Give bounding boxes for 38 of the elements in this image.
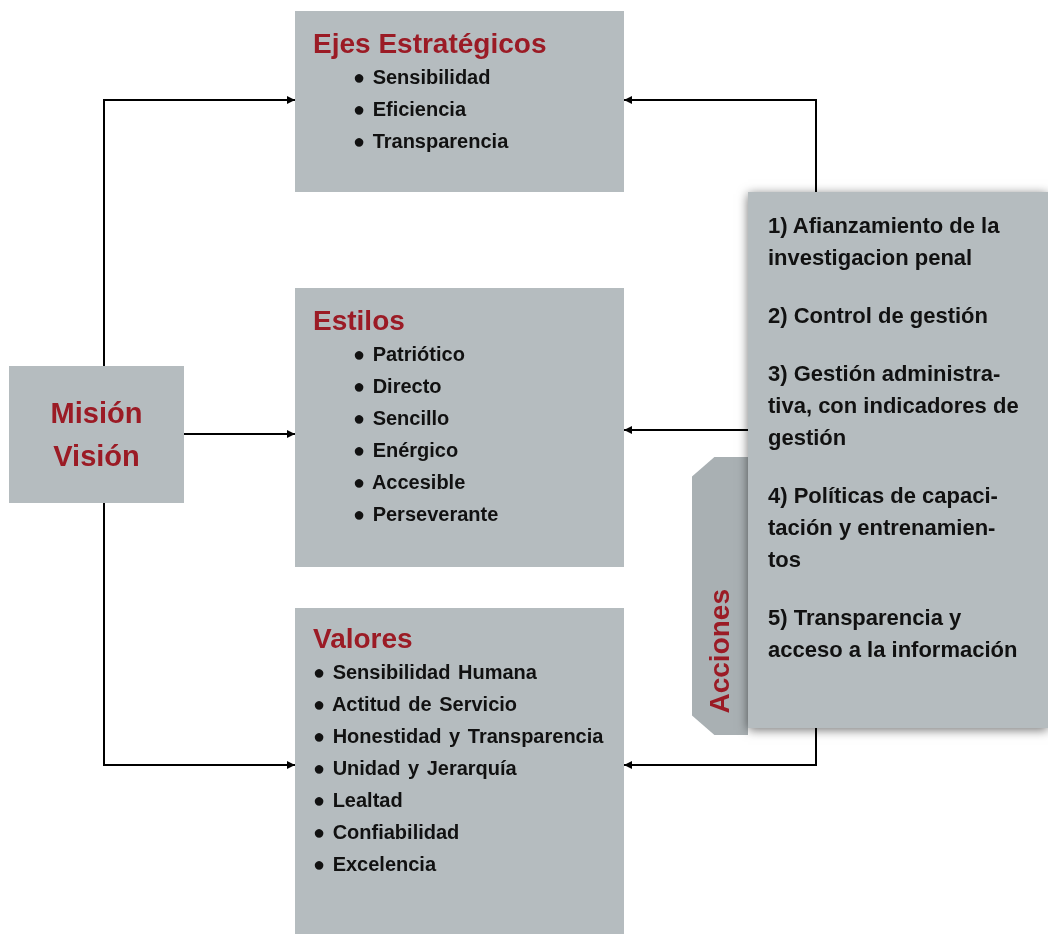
list-item: ● Unidad y Jerarquía: [313, 755, 518, 781]
list-item: ● Enérgico: [353, 437, 460, 463]
action-item: 4) Políticas de capaci-tación y entrenamien-tos: [768, 482, 999, 574]
tab-title: Acciones: [704, 588, 736, 713]
action-item: 2) Control de gestión: [768, 302, 989, 330]
list-item: ● Perseverante: [353, 501, 500, 527]
connector-arrow: [623, 426, 749, 434]
list-item: ● Directo: [353, 373, 443, 399]
box-title: Misión Visión: [49, 396, 144, 474]
connector-arrow: [183, 430, 296, 438]
list-box: [295, 11, 624, 192]
mission-box: [9, 366, 184, 503]
connector-arrow: [103, 502, 296, 769]
side-tab: [692, 457, 748, 735]
list-item: ● Accesible: [353, 469, 467, 495]
connector-arrow: [103, 96, 296, 367]
list-item: ● Sensibilidad: [353, 64, 492, 90]
box-title: Ejes Estratégicos: [313, 27, 548, 61]
action-item: 1) Afianzamiento de la investigacion penal: [768, 212, 1001, 272]
list-item: ● Confiabilidad: [313, 819, 461, 845]
list-item: ● Eficiencia: [353, 96, 468, 122]
box-title: Estilos: [313, 304, 406, 338]
connector-arrow: [623, 96, 817, 193]
box-title: Valores: [313, 622, 414, 656]
list-item: ● Lealtad: [313, 787, 404, 813]
list-item: ● Transparencia: [353, 128, 510, 154]
connector-arrow: [623, 727, 817, 769]
list-item: ● Honestidad y Transparencia: [313, 723, 605, 749]
list-item: ● Excelencia: [313, 851, 438, 877]
list-box: [295, 608, 624, 934]
action-item: 3) Gestión administra-tiva, con indicadores de gestión: [768, 360, 1020, 452]
list-box: [295, 288, 624, 567]
list-item: ● Sencillo: [353, 405, 451, 431]
list-item: ● Patriótico: [353, 341, 466, 367]
action-item: 5) Transparencia y acceso a la información: [768, 604, 1019, 664]
actions-panel: [748, 192, 1048, 728]
list-item: ● Actitud de Servicio: [313, 691, 519, 717]
list-item: ● Sensibilidad Humana: [313, 659, 538, 685]
